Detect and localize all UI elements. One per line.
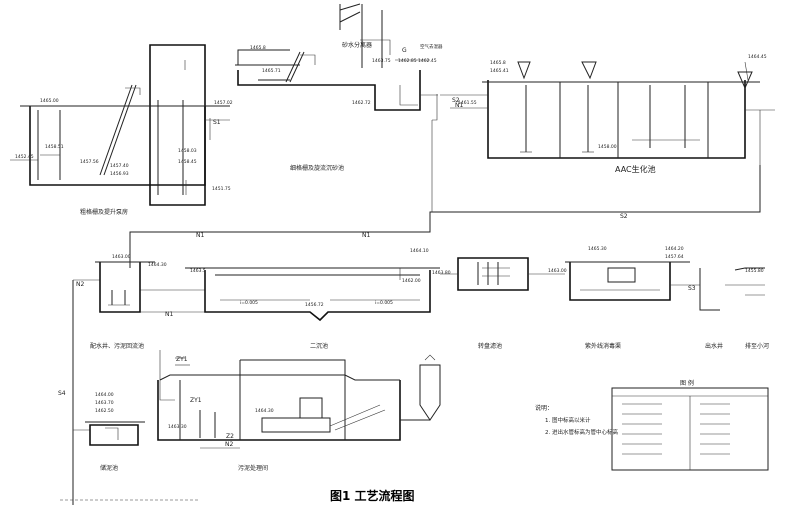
elevation-tag: 1463.75 — [372, 58, 391, 64]
pipe-label: N2 — [225, 441, 233, 448]
elevation-tag: 1465.00 — [40, 98, 59, 104]
label-fine-grille: 细格栅及旋流沉砂池 — [290, 164, 344, 172]
pipe-network — [60, 94, 761, 505]
label-aac: AAC生化池 — [615, 164, 656, 174]
elevation-tag: 1465.8 — [490, 60, 506, 66]
elevation-tag: 1465.41 — [490, 68, 509, 74]
elevation-tag: 1463.00 — [112, 254, 131, 260]
notes-item-1: 1. 图中标高以米计 — [545, 416, 591, 424]
elevation-tag: 1465.71 — [262, 68, 281, 74]
elevation-tag: 1457.64 — [665, 254, 684, 260]
elevation-tag: 1465.30 — [588, 246, 607, 252]
pipe-label: N2 — [76, 281, 84, 288]
secondary-clarifier — [185, 267, 440, 322]
disc-filter — [440, 257, 565, 291]
elevation-tag: 1456.72 — [305, 302, 324, 308]
pipe-label: G — [402, 47, 407, 54]
uv-channel — [565, 261, 700, 301]
legend-box — [611, 387, 769, 471]
elevation-tag: 1464.00 — [95, 392, 114, 398]
elevation-tag: 1465.8 — [250, 45, 266, 51]
elevation-tag: 1463.00 — [548, 268, 567, 274]
label-sludge-tank: 储泥池 — [100, 464, 118, 472]
label-coarse-grille: 粗格栅及提升泵房 — [80, 208, 128, 216]
notes-item-2: 2. 进出水管标高为管中心标高 — [545, 428, 618, 436]
elevation-tag: 1462.50 — [95, 408, 114, 414]
label-river: 排至小河 — [745, 342, 769, 350]
pipe-label: ZY1 — [190, 397, 202, 404]
slope-label: i=0.005 — [375, 300, 393, 306]
pipe-label: N1 — [165, 311, 173, 318]
notes-title: 说明： — [535, 404, 553, 412]
elevation-tag: 1462.72 — [352, 100, 371, 106]
elevation-tag: 1456.93 — [110, 171, 129, 177]
pipe-label: N1 — [196, 232, 204, 239]
pipe-label: S1 — [213, 119, 221, 126]
elevation-tag: 1464.45 — [748, 54, 767, 60]
elevation-tag: 1462.00 — [402, 278, 421, 284]
elevation-tag: 1458.00 — [598, 144, 617, 150]
sludge-dewatering-building — [157, 354, 441, 441]
label-secondary-clarifier: 二沉池 — [310, 342, 328, 350]
elevation-tag: 1458.51 — [45, 144, 64, 150]
label-uv-channel: 紫外线消毒渠 — [585, 342, 621, 350]
annotation-dehumidifier: 空气去湿器 — [420, 43, 443, 50]
elevation-tag: 1457.56 — [80, 159, 99, 165]
label-sand-separator: 砂水分离器 — [342, 41, 372, 49]
pipe-label: S4 — [58, 390, 66, 397]
elevation-tag: 1458.45 — [178, 159, 197, 165]
elevation-tag: 1463.30 — [168, 424, 187, 430]
elevation-tag: 1452.45 — [15, 154, 34, 160]
label-dewatering: 污泥处理间 — [238, 464, 268, 472]
fine-grille-grit-chamber — [235, 3, 438, 111]
pipe-label: Z2 — [226, 433, 234, 440]
pipe-label: ZY1 — [176, 356, 188, 363]
slope-label: i=0.005 — [240, 300, 258, 306]
coarse-grille-pump-house — [10, 44, 230, 206]
elevation-tag: 1463.70 — [95, 400, 114, 406]
pipe-label: N1 — [455, 102, 463, 109]
label-disc-filter: 转盘滤池 — [478, 342, 502, 350]
elevation-tag: 1461.55 — [458, 100, 477, 106]
elevation-tag: 1458.03 — [178, 148, 197, 154]
elevation-tag: 1457.40 — [110, 163, 129, 169]
elevation-tag: 1463.5 — [190, 268, 206, 274]
pipe-label: S2 — [452, 97, 460, 104]
outfall-and-river — [699, 267, 765, 311]
elevation-tag: 1451.75 — [212, 186, 231, 192]
distribution-well — [95, 261, 155, 313]
sludge-storage-tank — [85, 421, 145, 446]
elevation-tag: 1462.85 — [398, 58, 417, 64]
label-distribution-well: 配水井、污泥回流池 — [90, 342, 144, 350]
elevation-tag: 1464.10 — [410, 248, 429, 254]
elevation-tag: 1455.80 — [745, 268, 764, 274]
elevation-tag: 1464.30 — [148, 262, 167, 268]
pipe-label: S3 — [688, 285, 696, 292]
elevation-tag: 1464.30 — [255, 408, 274, 414]
elevation-tag: 1463.80 — [432, 270, 451, 276]
elevation-tag: 1464.20 — [665, 246, 684, 252]
aac-bioreactor — [440, 61, 775, 165]
figure-caption: 图1 工艺流程图 — [330, 488, 415, 503]
elevation-tag: 1457.02 — [214, 100, 233, 106]
pipe-label: N1 — [362, 232, 370, 239]
label-outfall: 出水井 — [705, 342, 723, 350]
pipe-label: S2 — [620, 213, 628, 220]
elevation-tag: 1462.45 — [418, 58, 437, 64]
legend-title: 图 例 — [680, 379, 694, 387]
